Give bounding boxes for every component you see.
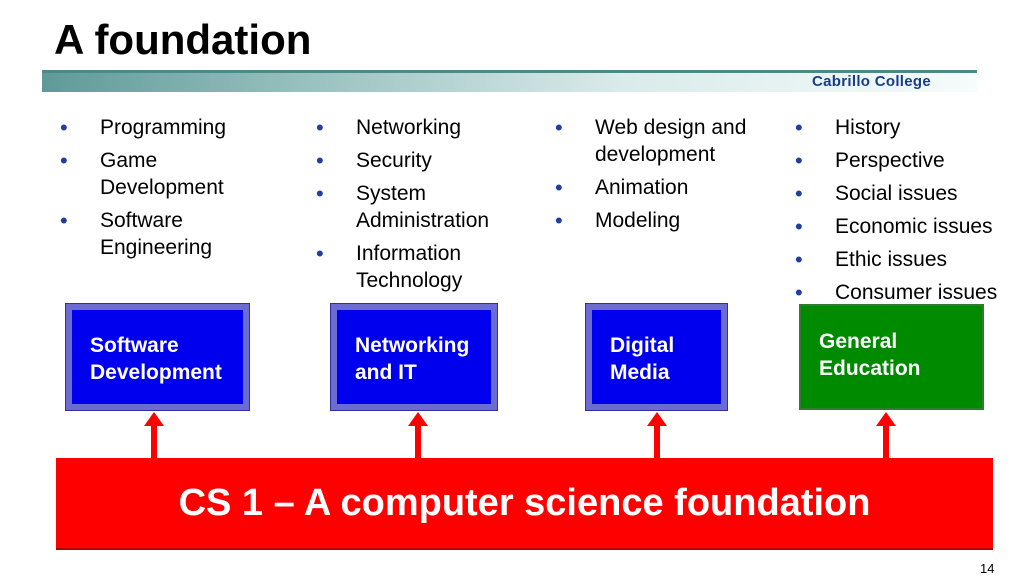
software-bullet-list: •Programming •Game Development •Software…	[54, 114, 274, 267]
box-label-line: Development	[90, 361, 222, 384]
page-number: 14	[980, 561, 995, 576]
cs1-foundation-bar: CS 1 – A computer science foundation	[56, 458, 993, 550]
list-item: •Software Engineering	[60, 208, 213, 259]
list-item: •Animation	[555, 175, 689, 200]
list-item: •Networking	[316, 115, 462, 140]
list-item: •History	[795, 115, 901, 140]
bullet-dot-icon: •	[555, 175, 563, 200]
list-item: •Ethic issues	[795, 247, 948, 272]
bullet-dot-icon: •	[316, 148, 324, 173]
bullet-dot-icon: •	[795, 214, 803, 239]
bullet-dot-icon: •	[555, 208, 563, 233]
bullet-dot-icon: •	[555, 115, 563, 140]
networking-and-it-box: Networking and IT	[330, 303, 498, 411]
bullet-dot-icon: •	[795, 148, 803, 173]
list-item: •Web design and development	[555, 115, 747, 166]
box-label-line: and IT	[355, 361, 417, 384]
bullet-dot-icon: •	[316, 241, 324, 266]
general-education-box: General Education	[799, 304, 984, 410]
up-arrow-icon	[144, 412, 164, 458]
bullet-dot-icon: •	[316, 115, 324, 140]
software-development-box: Software Development	[65, 303, 250, 411]
bullet-dot-icon: •	[60, 148, 68, 173]
box-label-line: General	[819, 330, 898, 353]
list-item: •Information Technology	[316, 241, 463, 292]
box-label-line: Software	[90, 334, 179, 357]
list-item: •Game Development	[60, 148, 224, 199]
box-label-line: Education	[819, 357, 921, 380]
bullet-dot-icon: •	[60, 208, 68, 233]
list-item: •Economic issues	[795, 214, 993, 239]
header-banner: Cabrillo College	[42, 70, 977, 92]
up-arrow-icon	[408, 412, 428, 458]
box-label-line: Media	[610, 361, 670, 384]
digital-media-bullet-list: •Web design and development •Animation •…	[549, 114, 779, 240]
bullet-dot-icon: •	[795, 280, 803, 305]
list-item: •System Administration	[316, 181, 490, 232]
networking-bullet-list: •Networking •Security •System Administra…	[310, 114, 530, 300]
list-item: •Programming	[60, 115, 227, 140]
college-logo-text: Cabrillo College	[812, 73, 931, 90]
slide-title: A foundation	[54, 16, 312, 63]
list-item: •Social issues	[795, 181, 958, 206]
up-arrow-icon	[647, 412, 667, 458]
bullet-dot-icon: •	[316, 181, 324, 206]
banner-line	[42, 70, 977, 73]
box-label-line: Digital	[610, 334, 675, 357]
foundation-label: CS 1 – A computer science foundation	[178, 482, 871, 524]
box-label-line: Networking	[355, 334, 470, 357]
bullet-dot-icon: •	[795, 115, 803, 140]
bullet-dot-icon: •	[795, 247, 803, 272]
bullet-dot-icon: •	[60, 115, 68, 140]
list-item: •Consumer issues	[795, 280, 998, 305]
bullet-dot-icon: •	[795, 181, 803, 206]
digital-media-box: Digital Media	[585, 303, 728, 411]
up-arrow-icon	[876, 412, 896, 458]
general-education-bullet-list: •History •Perspective •Social issues •Ec…	[789, 114, 1019, 312]
list-item: •Modeling	[555, 208, 681, 233]
list-item: •Security	[316, 148, 432, 173]
list-item: •Perspective	[795, 148, 945, 173]
